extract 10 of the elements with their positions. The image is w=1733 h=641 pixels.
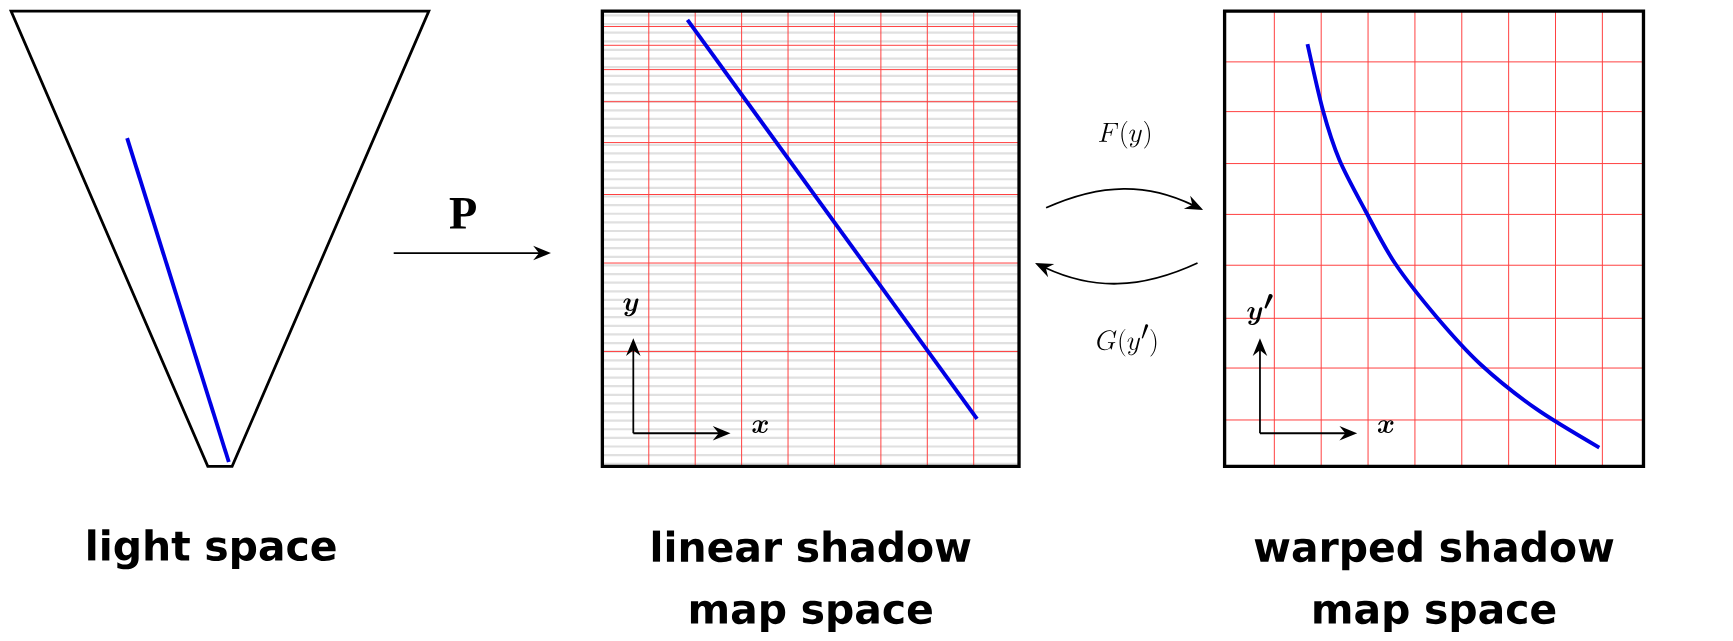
edge-label: $F(y)$: [1099, 121, 1150, 149]
axis-label: $y'$: [1247, 294, 1273, 325]
axis-label: $x$: [1377, 420, 1394, 433]
panel-caption: light space: [88, 529, 336, 570]
axis-label: $x$: [752, 420, 768, 433]
panel-caption: warped shadow map space: [1254, 530, 1614, 633]
panel-caption: linear shadow map space: [652, 530, 971, 633]
edge-label: P: [449, 198, 476, 229]
edge-label: $G(y')$: [1097, 324, 1157, 357]
axis-label: $y$: [623, 298, 639, 317]
